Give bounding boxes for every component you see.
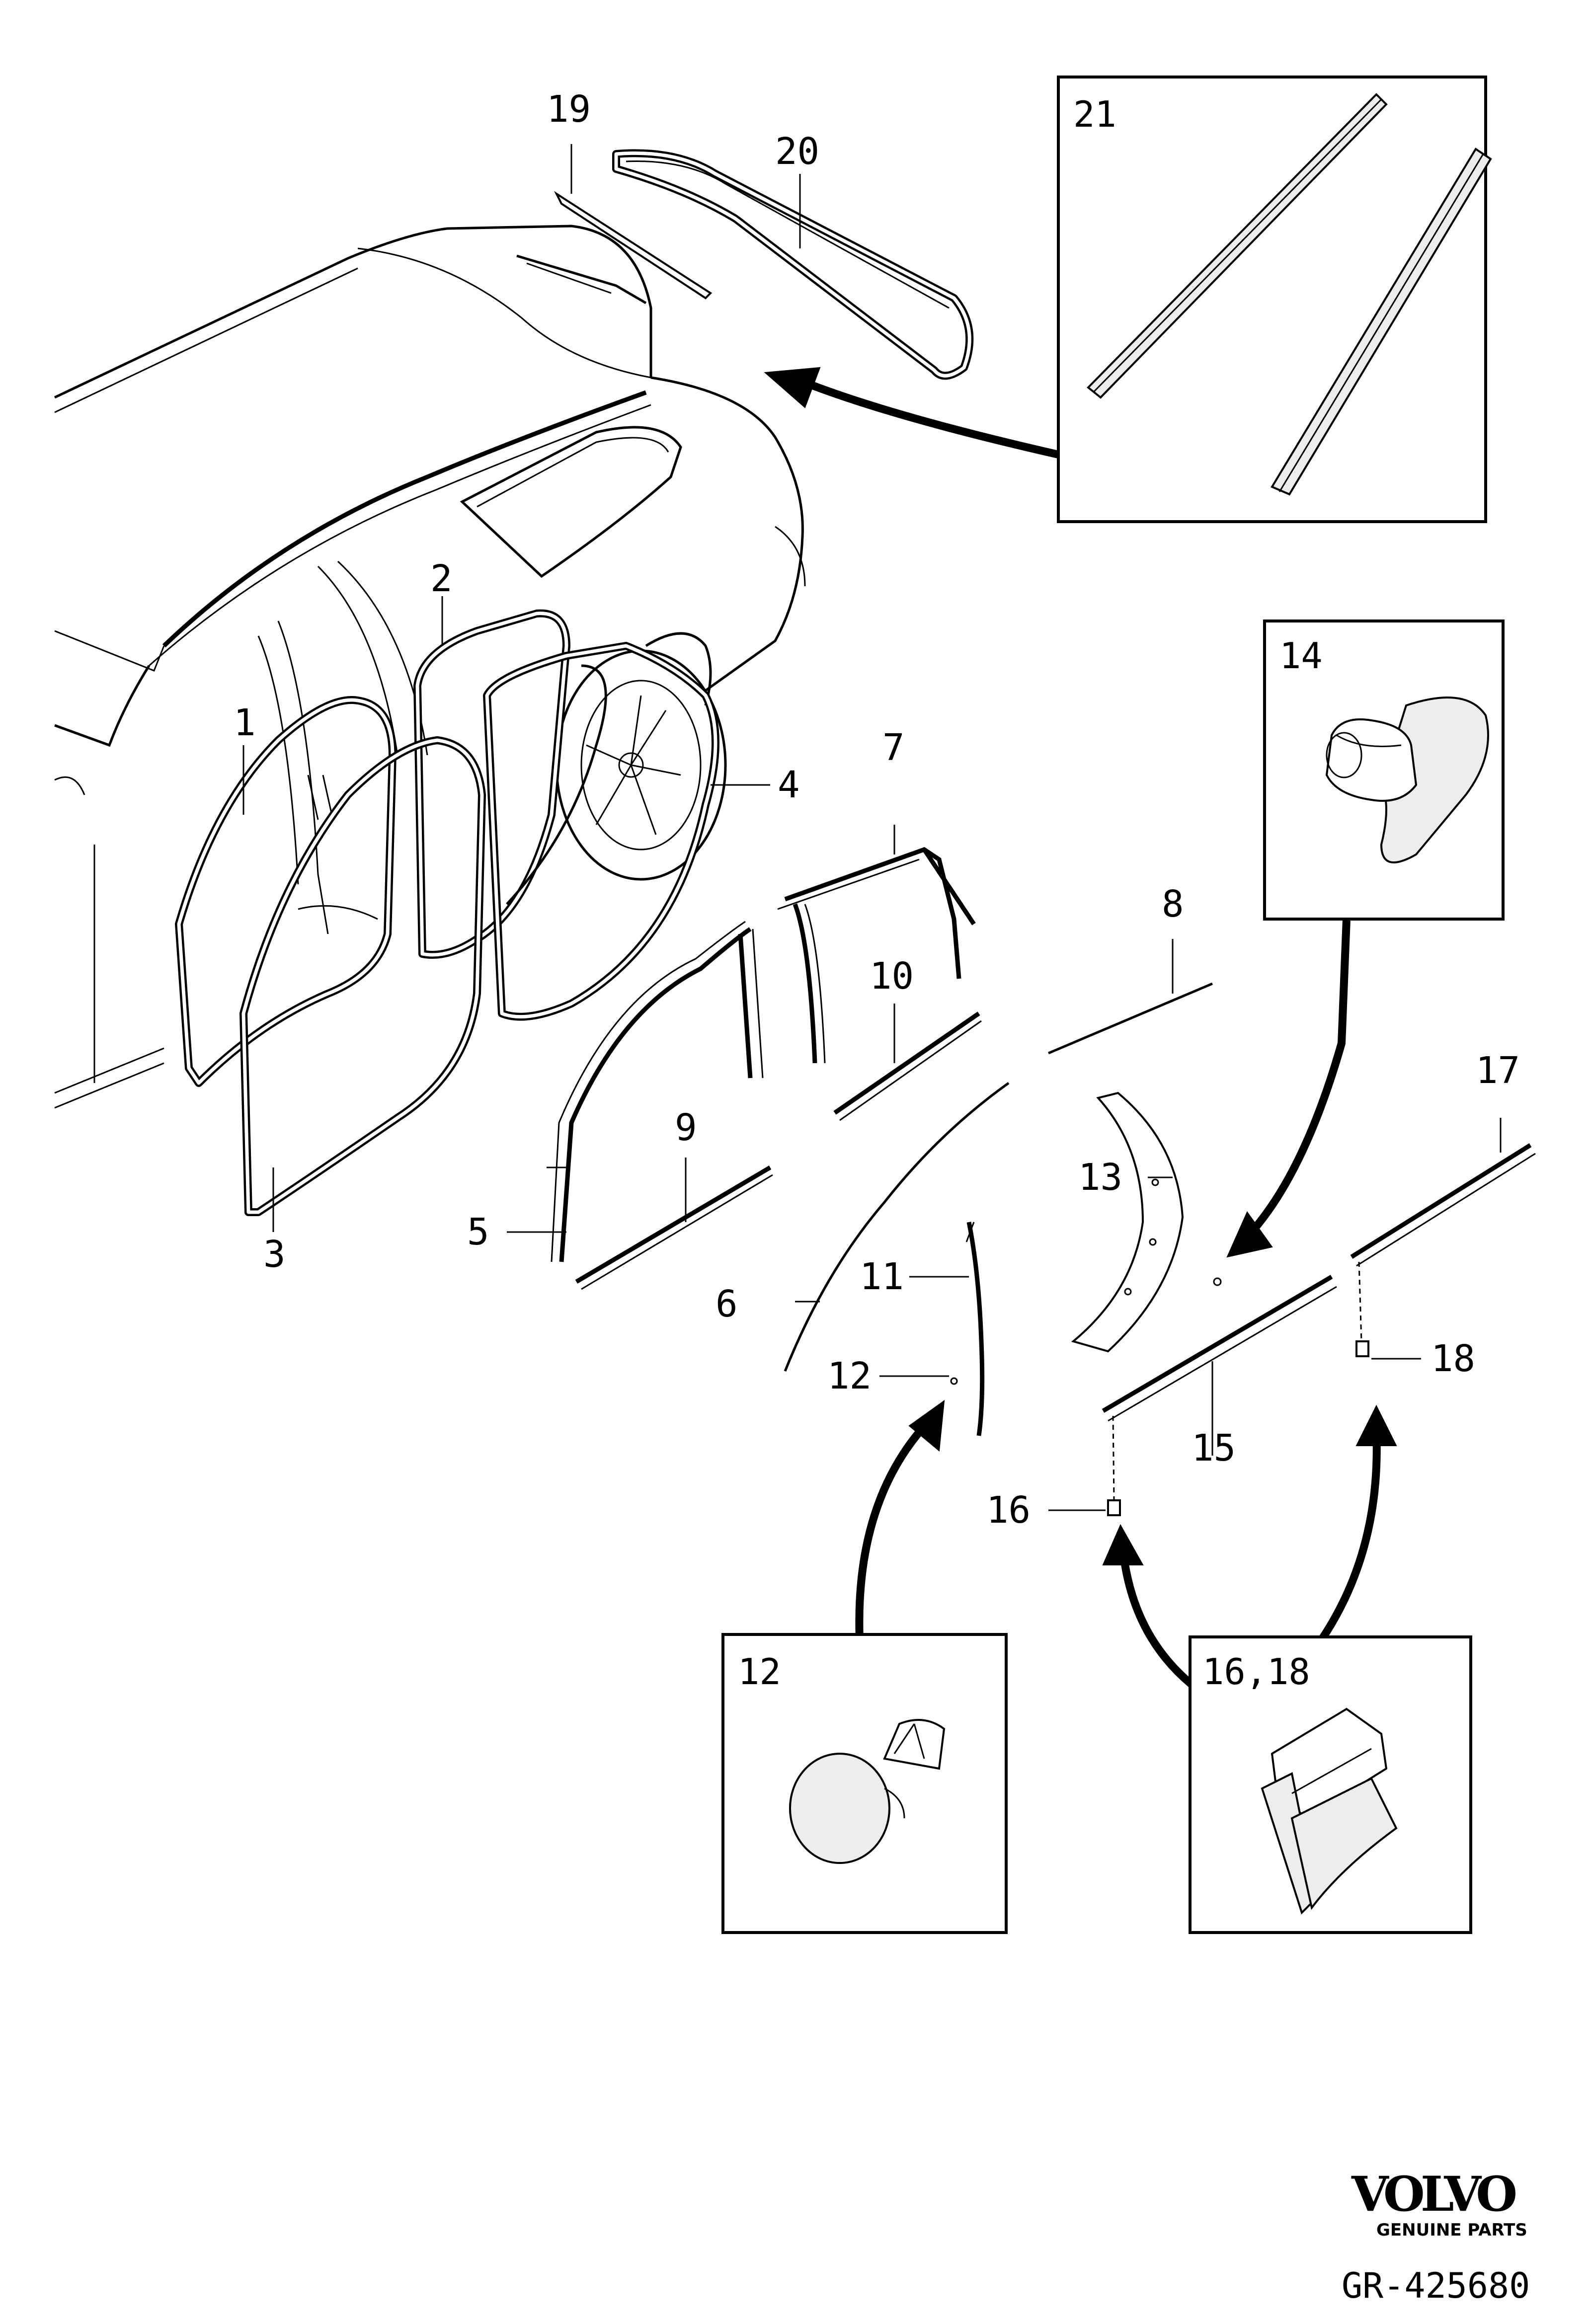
leader-lines (242, 144, 1502, 1511)
callout-11: 11 (860, 1255, 904, 1298)
detail-box-21[interactable]: 21 (1057, 76, 1492, 523)
callout-8: 8 (1162, 883, 1184, 926)
sill-moulding-15[interactable] (1102, 1275, 1337, 1422)
trim-strip-6[interactable] (784, 1082, 1010, 1372)
sill-moulding-17[interactable] (1350, 1143, 1536, 1267)
callout-20: 20 (775, 130, 819, 173)
roof-strip-19[interactable] (554, 191, 713, 300)
callout-12: 12 (827, 1355, 872, 1397)
push-clip-14-icon (1325, 697, 1489, 863)
callout-16: 16 (986, 1489, 1031, 1532)
clip-18-small[interactable] (1355, 1340, 1369, 1357)
callout-3: 3 (263, 1233, 286, 1276)
door-seal-1[interactable] (175, 696, 397, 1087)
callout-15: 15 (1192, 1427, 1236, 1470)
volvo-logo: VOLVO (1351, 2166, 1520, 2222)
detail-box-12[interactable]: 12 (721, 1633, 1008, 1934)
arch-moulding-13[interactable] (1071, 1091, 1184, 1353)
belt-moulding-9[interactable] (575, 1165, 773, 1290)
tailgate-seal-20[interactable] (612, 149, 974, 380)
pointer-arrows (764, 367, 1397, 1693)
window-channel-7[interactable] (777, 847, 976, 1064)
callout-6: 6 (716, 1283, 738, 1325)
clip-16-small[interactable] (1107, 1499, 1121, 1516)
detail-box-14-label: 14 (1279, 635, 1323, 677)
push-clip-12-icon (789, 1719, 946, 1864)
callout-18: 18 (1431, 1337, 1475, 1380)
detail-box-16-18[interactable]: 16,18 (1189, 1635, 1472, 1934)
detail-box-14[interactable]: 14 (1263, 620, 1505, 921)
callout-5: 5 (467, 1211, 489, 1253)
clip-12-small[interactable] (950, 1377, 958, 1385)
car-body-outline (54, 225, 806, 1109)
clip-16-18-icon (1261, 1707, 1398, 1915)
detail-box-21-label: 21 (1073, 93, 1116, 135)
clip-14-small[interactable] (1213, 1277, 1222, 1286)
detail-box-16-18-label: 16,18 (1202, 1651, 1310, 1693)
callout-9: 9 (675, 1106, 697, 1149)
door-seal-4[interactable] (483, 642, 719, 1021)
trim-strip-8[interactable] (1048, 982, 1213, 1055)
door-seal-2[interactable] (413, 609, 570, 959)
window-channel-5[interactable] (547, 921, 764, 1262)
callout-13: 13 (1078, 1156, 1122, 1199)
diagram-reference: GR-425680 (1342, 2265, 1530, 2306)
callout-4: 4 (778, 764, 800, 806)
seal-strip-b (1271, 148, 1492, 496)
callout-10: 10 (870, 955, 914, 998)
footer: VOLVO GENUINE PARTS GR-425680 (1342, 2166, 1530, 2306)
callout-2: 2 (430, 557, 453, 600)
door-seal-3[interactable] (239, 736, 486, 1216)
callout-17: 17 (1476, 1049, 1520, 1092)
callout-7: 7 (882, 726, 905, 769)
detail-box-12-label: 12 (738, 1651, 781, 1693)
genuine-parts-tagline: GENUINE PARTS (1376, 2220, 1527, 2240)
seal-strip-a (1087, 93, 1388, 399)
callout-1: 1 (234, 701, 256, 744)
pillar-trim-11[interactable] (965, 1222, 985, 1436)
belt-moulding-10[interactable] (833, 1011, 982, 1121)
callout-19: 19 (547, 88, 591, 131)
callout-labels: 1 2 3 4 5 6 7 8 9 10 11 12 13 15 16 17 1… (234, 88, 1520, 1532)
